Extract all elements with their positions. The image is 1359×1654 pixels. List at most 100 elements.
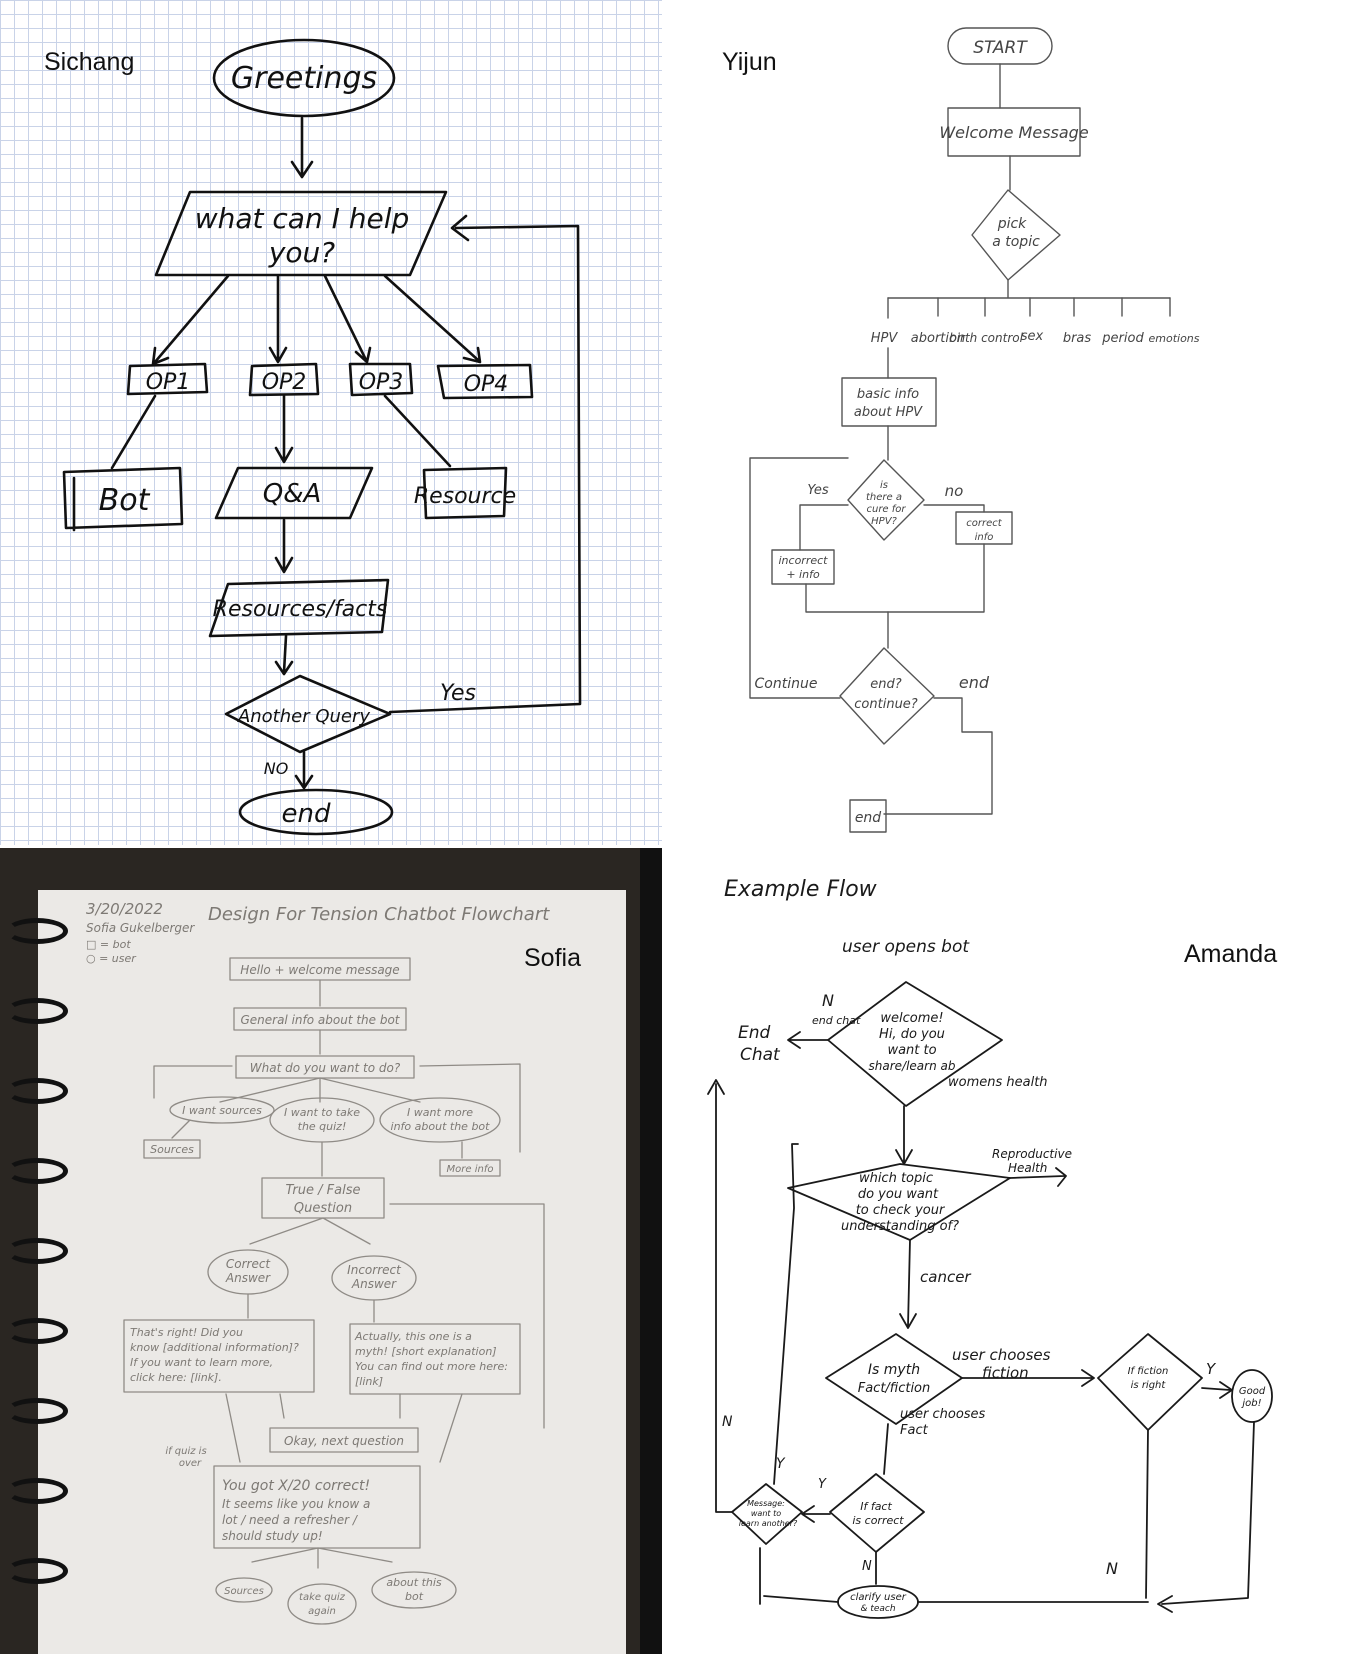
sofia-flowchart: 3/20/2022 Sofia Gukelberger □ = bot ○ = … — [86, 900, 550, 1625]
hello-text: Hello + welcome message — [240, 963, 399, 977]
incorrect-line1: incorrect — [779, 554, 829, 567]
yijun-name-label: Yijun — [722, 48, 777, 76]
binder-ring — [6, 1318, 68, 1344]
greetings-text: Greetings — [231, 61, 377, 96]
myth-line1: Is myth — [868, 1362, 920, 1378]
loop-n-to-end-chat — [707, 1079, 733, 1513]
topic-emotions: emotions — [1148, 332, 1199, 345]
y-fact-label: Y — [818, 1477, 827, 1492]
branch-end-choices — [251, 1547, 393, 1569]
topic-branch-bar — [887, 279, 1171, 299]
end-q-line2: continue? — [854, 697, 918, 712]
end-text: end — [282, 799, 331, 829]
n-left-label: N — [722, 1414, 733, 1430]
op1-text: OP1 — [146, 370, 191, 395]
good-job-node — [1231, 1369, 1273, 1423]
op1-node — [126, 362, 209, 396]
sichang-name-label: Sichang — [44, 48, 135, 76]
resource-text: Resource — [414, 484, 516, 509]
about-bot-line2: bot — [405, 1590, 424, 1603]
op4-node — [436, 363, 534, 400]
want-sources-node — [169, 1096, 275, 1124]
notebook-binder — [640, 848, 662, 1654]
line-end-branch — [883, 697, 993, 815]
end-sources-node — [215, 1577, 273, 1603]
yes-loop-arrow — [388, 214, 582, 714]
end-box-node — [849, 799, 887, 833]
end-chat-line1: End — [738, 1023, 771, 1043]
start-text: START — [973, 38, 1028, 58]
loop-left — [153, 1065, 233, 1099]
help-node — [154, 190, 448, 277]
op2-node — [248, 362, 320, 397]
clarify-line1: clarify user — [850, 1592, 907, 1603]
right-text-1: That's right! Did you — [130, 1326, 243, 1339]
welcome-line2: Hi, do you — [879, 1027, 945, 1042]
arrow-no-end — [294, 750, 314, 790]
loop-y-to-topic — [773, 1143, 799, 1485]
topic-line1: which topic — [859, 1171, 933, 1186]
line-cure-yes — [799, 504, 849, 551]
topic-labels: HPV abortion birth control sex bras peri… — [871, 329, 1200, 346]
more-info-text: More info — [447, 1164, 494, 1175]
sofia-title: Design For Tension Chatbot Flowchart — [208, 904, 550, 925]
tf-line2: Question — [294, 1201, 352, 1216]
line-op1-bot — [110, 394, 157, 470]
arrow-facts-query — [274, 634, 294, 676]
sofia-date: 3/20/2022 — [86, 900, 163, 918]
myth-text-3: You can find out more here: — [355, 1360, 508, 1373]
arrow-cancer — [899, 1239, 917, 1329]
arrow-to-op3 — [323, 274, 372, 364]
welcome-line4: share/learn ab — [869, 1059, 956, 1073]
another-query-text: Another Query — [237, 706, 370, 727]
good-job-line1: Good — [1239, 1386, 1266, 1397]
message-line1: Message: — [747, 1499, 785, 1508]
correct-line1: correct — [966, 518, 1002, 529]
if-fiction-line1: If fiction — [1128, 1366, 1169, 1377]
incorrect-line2: Answer — [351, 1277, 397, 1291]
about-bot-node — [371, 1571, 457, 1609]
take-again-node — [287, 1583, 357, 1625]
arrow-welcome-topic — [895, 1105, 913, 1165]
arrow-reproductive — [1009, 1167, 1067, 1187]
continue-loop — [749, 457, 849, 699]
welcome-node — [947, 107, 1081, 157]
end-label: end — [959, 673, 990, 692]
arrow-to-message — [801, 1505, 831, 1523]
qa-text: Q&A — [263, 479, 322, 509]
legend-user: ○ = user — [86, 952, 137, 965]
sichang-panel: Sichang Greetings what can I help you? O… — [0, 0, 662, 845]
pick-text-line2: a topic — [992, 234, 1040, 250]
myth-text-4: [link] — [355, 1375, 383, 1388]
resources-facts-node — [208, 578, 390, 638]
sichang-flowchart: Greetings what can I help you? OP1 OP2 O… — [62, 38, 582, 836]
end-chat-line2: Chat — [740, 1045, 781, 1065]
basic-info-node — [841, 377, 937, 427]
message-line2: want to — [751, 1509, 781, 1518]
result-text-1: You got X/20 correct! — [222, 1478, 370, 1494]
if-quiz-over-line1: if quiz is — [165, 1446, 206, 1457]
what-do-node — [235, 1055, 415, 1079]
end-chat-small: end chat — [812, 1014, 861, 1027]
correct-line2: Answer — [225, 1271, 271, 1285]
yijun-panel: Yijun START Welcome Message pick a topic… — [662, 0, 1359, 845]
resource-node — [422, 466, 508, 520]
amanda-name-label: Amanda — [1184, 940, 1278, 968]
sources-node — [143, 1139, 201, 1159]
basic-info-line2: about HPV — [854, 405, 923, 420]
binder-ring — [6, 1558, 68, 1584]
arrow-to-op4 — [383, 274, 482, 364]
branch-answers — [249, 1217, 371, 1245]
welcome-node — [827, 981, 1003, 1107]
sofia-author: Sofia Gukelberger — [86, 921, 195, 935]
binder-ring — [6, 1078, 68, 1104]
end-continue-node — [839, 647, 935, 745]
line-cure-no — [923, 504, 985, 513]
take-quiz-line1: I want to take — [284, 1106, 360, 1119]
about-bot-line1: about this — [386, 1576, 442, 1589]
arrow-to-sources — [171, 1119, 191, 1139]
topic-abortion: abortion — [911, 331, 965, 346]
right-text-4: click here: [link]. — [130, 1371, 222, 1384]
result-text-2: It seems like you know a — [222, 1497, 370, 1511]
user-opens-label: user opens bot — [842, 937, 970, 957]
